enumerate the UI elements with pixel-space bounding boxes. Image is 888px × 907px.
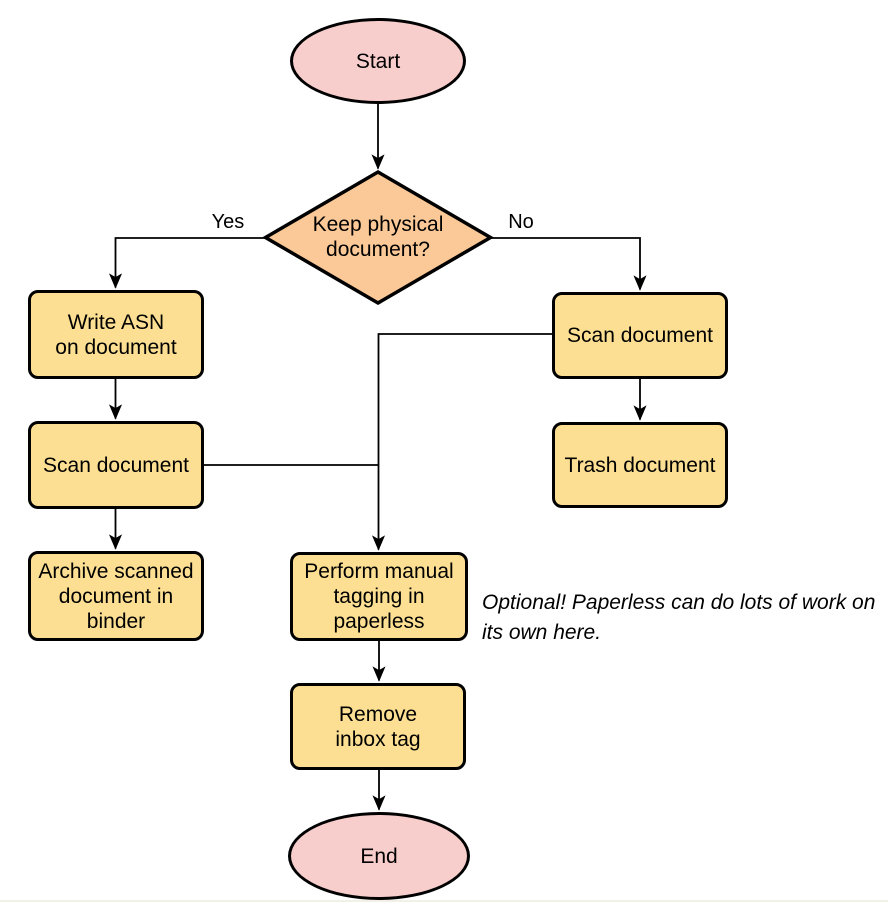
- edge-label-yes: Yes: [211, 211, 245, 233]
- edge-label-no: No: [508, 211, 534, 233]
- node-perform-tagging-label: Perform manual tagging in paperless: [304, 560, 454, 633]
- node-perform-tagging: Perform manual tagging in paperless: [290, 552, 468, 641]
- node-remove-inbox-tag-label: Remove inbox tag: [335, 702, 421, 751]
- node-scan-document-left: Scan document: [28, 421, 204, 509]
- node-scan-document-right: Scan document: [552, 292, 728, 379]
- node-start: Start: [290, 18, 466, 104]
- node-write-asn: Write ASN on document: [28, 290, 204, 379]
- node-end: End: [288, 812, 470, 900]
- edge-decision-no: [491, 237, 640, 290]
- node-archive-scanned-label: Archive scanned document in binder: [38, 559, 194, 633]
- node-decision-label: Keep physical document?: [312, 213, 444, 261]
- node-write-asn-label: Write ASN on document: [55, 310, 177, 359]
- optional-note: Optional! Paperless can do lots of work …: [482, 591, 876, 644]
- node-start-label: Start: [355, 49, 401, 73]
- node-scan-document-left-label: Scan document: [43, 453, 189, 477]
- edge-decision-yes: [116, 237, 265, 288]
- node-trash-document: Trash document: [552, 422, 728, 508]
- page-bottom-edge: [0, 900, 888, 902]
- node-remove-inbox-tag: Remove inbox tag: [290, 683, 466, 770]
- node-trash-document-label: Trash document: [564, 453, 716, 477]
- edge-scanright-to-perform: [379, 333, 552, 550]
- node-end-label: End: [360, 844, 398, 868]
- node-scan-document-right-label: Scan document: [567, 324, 713, 347]
- node-archive-scanned: Archive scanned document in binder: [28, 551, 204, 641]
- decision-diamond-shape: [262, 169, 494, 306]
